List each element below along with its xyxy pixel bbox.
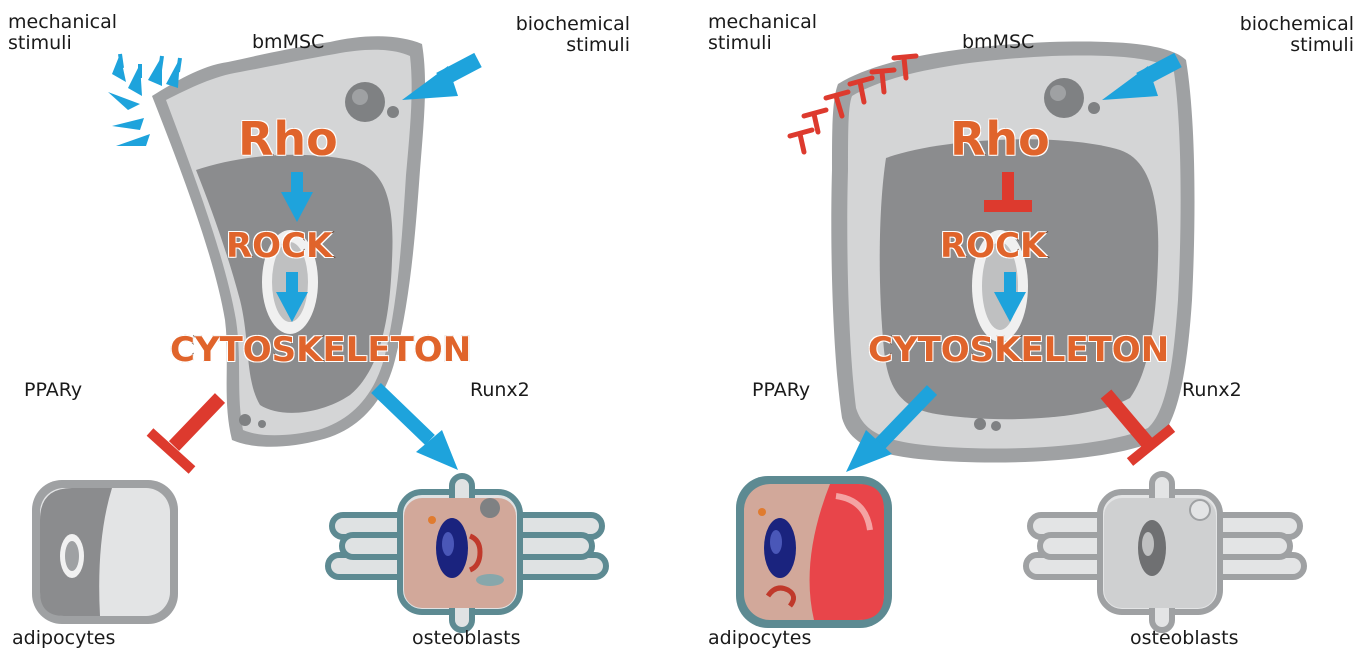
right-osteoblast — [1026, 474, 1304, 630]
right-cytoskeleton-label: CYTOSKELETON — [868, 330, 1169, 370]
right-ppar-label: PPARy — [752, 380, 810, 401]
left-adipocytes-label: adipocytes — [12, 628, 115, 649]
left-ppar-label: PPARy — [24, 380, 82, 401]
left-biochemical-label: biochemical stimuli — [470, 14, 630, 56]
right-adipocytes-label: adipocytes — [708, 628, 811, 649]
left-rock-label: ROCK — [226, 226, 332, 266]
left-rho-label: Rho — [238, 112, 338, 166]
left-runx-label: Runx2 — [470, 380, 530, 401]
right-rho-label: Rho — [950, 112, 1050, 166]
right-osteoblasts-label: osteoblasts — [1130, 628, 1239, 649]
right-mechanical-label: mechanical stimuli — [708, 12, 817, 54]
right-rock-label: ROCK — [940, 226, 1046, 266]
left-mechanical-label: mechanical stimuli — [8, 12, 117, 54]
left-bmmsc-label: bmMSC — [252, 32, 324, 53]
left-osteoblast — [328, 476, 606, 630]
right-biochemical-label: biochemical stimuli — [1194, 14, 1354, 56]
left-adipocyte — [32, 480, 178, 624]
left-osteoblasts-label: osteoblasts — [412, 628, 521, 649]
right-runx-label: Runx2 — [1182, 380, 1242, 401]
left-cytoskeleton-label: CYTOSKELETON — [170, 330, 471, 370]
right-adipocyte — [736, 476, 892, 628]
right-bmmsc-label: bmMSC — [962, 32, 1034, 53]
left-ppar-inhibit — [150, 398, 220, 470]
left-runx-activate — [376, 388, 458, 470]
